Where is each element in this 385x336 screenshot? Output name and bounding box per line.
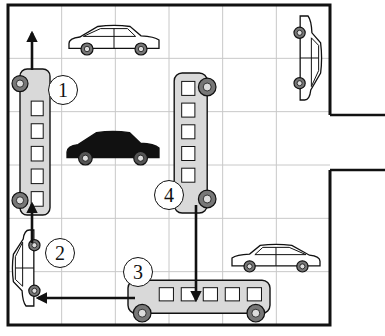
car-window <box>83 29 135 37</box>
car-window <box>15 242 22 286</box>
bus-window <box>159 288 173 301</box>
car-door <box>114 29 115 49</box>
hubcap <box>300 264 305 269</box>
car <box>294 16 322 100</box>
bus-window <box>182 147 195 161</box>
hubcap <box>16 80 23 87</box>
callout-circle: 3 <box>123 257 153 287</box>
car-door <box>300 58 318 59</box>
hubcap <box>82 155 88 161</box>
wheel <box>198 190 216 208</box>
callout-circle: 2 <box>45 238 75 268</box>
wheel <box>198 78 216 96</box>
bus-window <box>31 146 43 161</box>
bus <box>128 280 270 322</box>
hubcap <box>16 197 23 204</box>
wheel <box>135 43 147 55</box>
hubcap <box>32 288 37 293</box>
hubcap <box>138 309 146 317</box>
grid-line <box>8 165 330 166</box>
hubcap <box>297 81 302 86</box>
grid-line <box>8 218 330 219</box>
move-arrows <box>32 33 196 300</box>
bus-window <box>181 288 195 301</box>
wheel <box>81 43 93 55</box>
bus-window <box>203 288 217 301</box>
callout-number: 4 <box>164 185 174 205</box>
grid-line <box>8 271 330 272</box>
car-window <box>311 38 318 87</box>
bus-window <box>31 101 43 116</box>
car-window <box>255 247 306 254</box>
bus <box>12 69 50 215</box>
callout-number: 2 <box>55 243 65 263</box>
hubcap <box>252 309 260 317</box>
move-arrow <box>31 204 34 243</box>
wheel <box>12 76 28 92</box>
hubcap <box>138 46 143 51</box>
wheel <box>134 151 148 165</box>
bus-window <box>182 103 195 117</box>
wheel <box>294 27 305 38</box>
grid-line <box>276 5 277 325</box>
car-door <box>276 247 277 265</box>
vehicles <box>12 16 322 322</box>
wheel <box>133 304 151 322</box>
bus-window <box>182 81 195 95</box>
bus-window <box>225 288 239 301</box>
wheel <box>29 285 40 296</box>
hubcap <box>32 243 37 248</box>
hubcap <box>203 195 211 203</box>
car-door <box>15 268 33 269</box>
car <box>12 230 40 306</box>
exit-wall <box>330 114 385 117</box>
wheel <box>79 151 93 165</box>
wheel <box>247 304 265 322</box>
move-arrow <box>38 297 135 300</box>
wheel <box>294 78 305 89</box>
wheel <box>297 261 308 272</box>
wheel <box>12 192 28 208</box>
hubcap <box>138 155 144 161</box>
callout-number: 3 <box>133 262 143 282</box>
car <box>232 244 320 272</box>
hubcap <box>84 46 89 51</box>
move-arrow <box>195 205 198 300</box>
wheel <box>29 240 40 251</box>
bus-window <box>31 169 43 184</box>
grid-line <box>222 5 223 325</box>
bus-window <box>31 124 43 139</box>
hubcap <box>247 264 252 269</box>
parking-grid <box>8 5 385 325</box>
car <box>67 132 159 165</box>
move-arrow <box>31 33 34 70</box>
bus-window <box>247 288 261 301</box>
lot-wall <box>8 5 330 325</box>
hubcap <box>203 83 211 91</box>
car <box>69 25 159 55</box>
callout-number: 1 <box>58 80 68 100</box>
bus-window <box>182 125 195 139</box>
exit-wall <box>330 169 385 172</box>
bus-window <box>182 168 195 182</box>
wheel <box>244 261 255 272</box>
callout-circle: 4 <box>154 180 184 210</box>
hubcap <box>297 30 302 35</box>
callout-circle: 1 <box>48 75 78 105</box>
